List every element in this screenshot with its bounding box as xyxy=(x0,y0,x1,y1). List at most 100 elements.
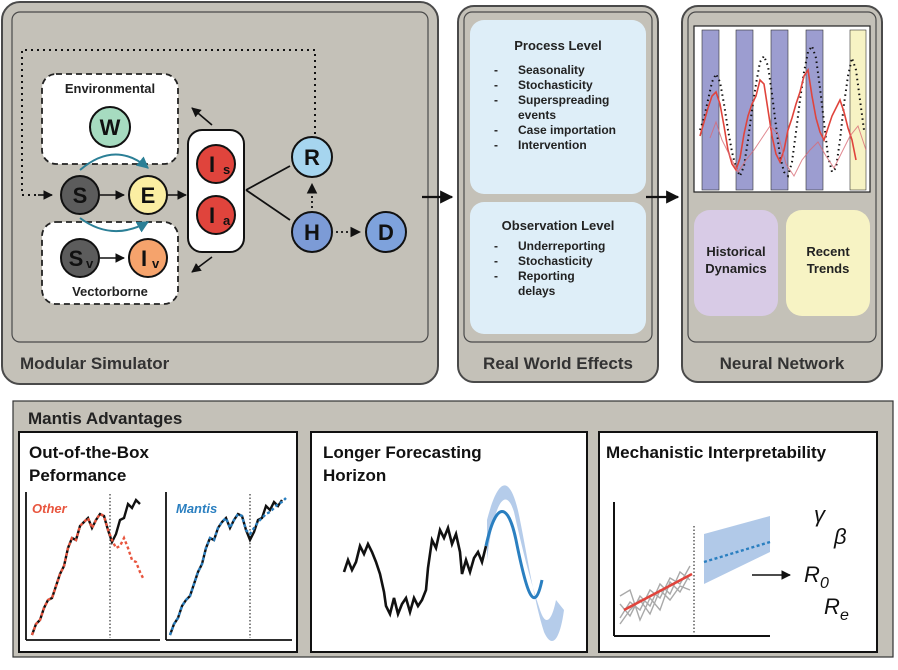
horizon-uncertainty-band xyxy=(487,485,564,641)
input-window-band xyxy=(701,29,720,191)
process-level-bullet: - xyxy=(494,138,498,152)
observed-series-faint xyxy=(709,120,867,177)
advantages-title: Mantis Advantages xyxy=(28,409,182,428)
node-r xyxy=(291,136,333,178)
node-w-label: W xyxy=(100,115,121,140)
observation-level-item: Reporting xyxy=(518,269,575,283)
node-iv-label: I xyxy=(141,246,147,271)
mantis-label: Mantis xyxy=(176,501,217,516)
process-level-title: Process Level xyxy=(514,38,601,53)
ensemble-line xyxy=(619,585,691,625)
process-level-bullet: - xyxy=(494,78,498,92)
process-level-item: Superspreading xyxy=(518,93,609,107)
process-level-item: Case importation xyxy=(518,123,616,137)
modular-simulator-panel: Modular Simulator Environmental Vectorbo… xyxy=(1,1,439,385)
process-level-bullet: - xyxy=(494,63,498,77)
arrow-i-to-vector xyxy=(191,256,213,273)
arrow-i-to-r xyxy=(245,165,291,191)
node-iv xyxy=(128,238,168,278)
card-longer-horizon xyxy=(310,431,588,653)
re-subscript: e xyxy=(840,607,849,624)
card2-title-line2: Horizon xyxy=(323,466,386,485)
node-ia xyxy=(196,195,236,235)
input-window-band xyxy=(770,29,789,191)
node-w xyxy=(89,106,131,148)
real-world-effects-panel: Real World Effects Process Level - Season… xyxy=(457,5,659,383)
card-mechanistic-interpretability xyxy=(598,431,878,653)
node-is-label: I xyxy=(209,152,215,177)
historical-dynamics-box xyxy=(694,210,778,316)
historical-label-line2: Dynamics xyxy=(705,261,766,276)
node-ia-subscript: a xyxy=(223,213,231,228)
process-level-box xyxy=(470,20,646,194)
simulator-title: Modular Simulator xyxy=(20,354,170,373)
neural-network-panel: Neural Network Historical Dynamics Recen… xyxy=(681,5,883,383)
node-is xyxy=(196,144,236,184)
observation-level-bullet: - xyxy=(494,269,498,283)
node-sv-label: S xyxy=(69,246,84,271)
node-s xyxy=(60,175,100,215)
process-level-item: Seasonality xyxy=(518,63,585,77)
interp-projection-band xyxy=(704,516,770,584)
neural-network-title: Neural Network xyxy=(720,354,845,373)
teal-arrow-vector xyxy=(79,217,150,233)
card3-title: Mechanistic Interpretability xyxy=(606,443,827,462)
horizon-forecast-line xyxy=(484,510,544,599)
observation-level-bullet: - xyxy=(494,254,498,268)
interp-projection-line xyxy=(703,540,771,564)
node-h-label: H xyxy=(304,220,320,245)
historical-label-line1: Historical xyxy=(706,244,765,259)
environmental-label: Environmental xyxy=(65,81,155,96)
beta-symbol: β xyxy=(833,524,847,549)
node-e xyxy=(128,175,168,215)
card-out-of-the-box xyxy=(18,431,298,653)
node-sv xyxy=(60,238,100,278)
process-level-item: Intervention xyxy=(518,138,587,152)
node-s-label: S xyxy=(73,183,88,208)
mantis-advantages-panel: Mantis Advantages Out-of-the-Box Peforma… xyxy=(12,400,894,658)
observation-level-title: Observation Level xyxy=(502,218,615,233)
horizon-observed-line xyxy=(342,523,488,619)
observation-level-box xyxy=(470,202,646,334)
vectorborne-label: Vectorborne xyxy=(72,284,148,299)
real-world-title: Real World Effects xyxy=(483,354,633,373)
card1-title-line1: Out-of-the-Box xyxy=(29,443,149,462)
interp-fit-line xyxy=(623,572,693,612)
process-level-bullet: - xyxy=(494,123,498,137)
arrow-i-to-h xyxy=(245,189,291,221)
node-ia-label: I xyxy=(209,203,215,228)
observed-series-red xyxy=(699,67,857,172)
arrow-i-to-environment xyxy=(191,107,213,126)
node-r-label: R xyxy=(304,145,320,170)
card2-title-line1: Longer Forecasting xyxy=(323,443,482,462)
process-level-item: events xyxy=(518,108,556,122)
other-label: Other xyxy=(32,501,68,516)
mantis-observed-line xyxy=(168,499,283,636)
r0-subscript: 0 xyxy=(820,575,829,592)
r0-symbol: R xyxy=(804,562,820,587)
process-level-item: Stochasticity xyxy=(518,78,593,92)
card1-title-line2: Peformance xyxy=(29,466,126,485)
gamma-symbol: γ xyxy=(814,502,827,527)
observation-level-item: Underreporting xyxy=(518,239,605,253)
node-h xyxy=(291,211,333,253)
recent-trends-box xyxy=(786,210,870,316)
recent-label-line2: Trends xyxy=(807,261,850,276)
teal-arrow-environment xyxy=(79,153,149,171)
process-level-bullet: - xyxy=(494,93,498,107)
re-symbol: R xyxy=(824,594,840,619)
observation-level-list: - Underreporting - Stochasticity - Reportingd… xyxy=(494,239,605,298)
recent-label-line1: Recent xyxy=(806,244,850,259)
process-level-list: - Seasonality - Stochasticity - Superspreadin… xyxy=(494,63,616,152)
node-is-subscript: s xyxy=(223,162,230,177)
node-iv-subscript: v xyxy=(152,256,160,271)
node-e-label: E xyxy=(141,183,156,208)
ensemble-line xyxy=(619,573,691,622)
node-d xyxy=(365,211,407,253)
recent-window-band xyxy=(849,29,867,191)
observation-level-bullet: - xyxy=(494,239,498,253)
observation-level-item: Stochasticity xyxy=(518,254,593,268)
observation-level-item: delays xyxy=(518,284,556,298)
node-sv-subscript: v xyxy=(86,256,94,271)
